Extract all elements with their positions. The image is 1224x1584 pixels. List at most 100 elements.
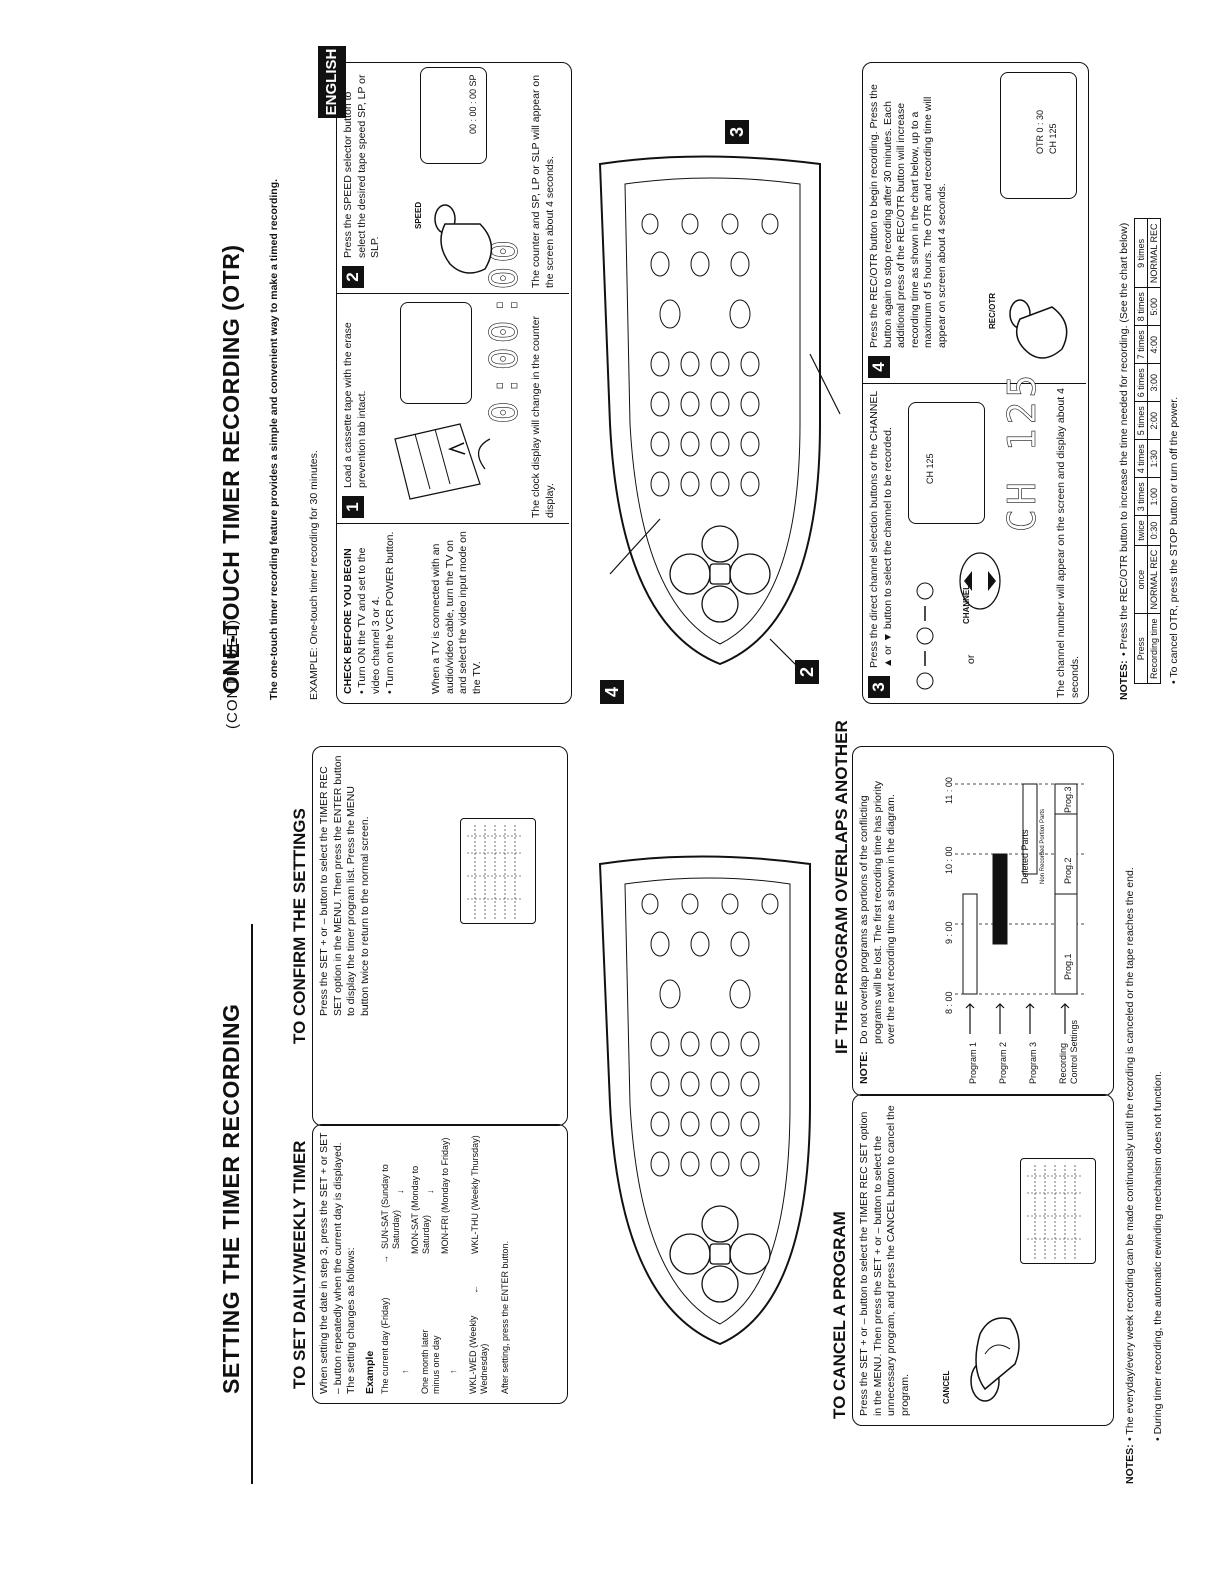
prog-bar-label: Prog.3 [1063,786,1073,813]
remote-control-illustration [598,155,841,675]
overlap-row-label: Program 2 [998,1041,1008,1084]
cancel-title: TO CANCEL A PROGRAM [830,1211,849,1419]
channel-buttons-icon [916,552,1001,690]
table-header-cell: 7 times [1134,325,1148,364]
step-text: Press the REC/OTR button to begin record… [868,84,948,348]
step-number: 1 [342,496,364,518]
non-recorded-label: Non Recorded Portion Parts [1040,808,1046,884]
table-header-cell: Press [1134,613,1148,684]
overlap-diagram [955,783,1085,1034]
deleted-parts-label: Deleted Parts [1020,829,1030,884]
arrow-right-icon: → [380,1255,390,1264]
step-footer: The counter and SP, LP or SLP will appea… [530,74,556,288]
channel-button-label: CHANNEL [962,584,971,624]
arrow-down-icon: ↓ [425,1189,435,1195]
notes-left-label: NOTES: [1124,1444,1136,1484]
after-setting-text: After setting, press the ENTER button. [500,1240,510,1394]
hand-press-icon [1009,299,1068,359]
overlap-note-label: NOTE: [858,1051,870,1084]
one-month-text: One month later minus one day [420,1329,441,1394]
step-number: 4 [868,356,890,378]
step-text: Press the SPEED selector button to selec… [342,74,381,259]
divider [337,522,569,524]
overlap-title: IF THE PROGRAM OVERLAPS ANOTHER [832,720,851,1054]
arrow-down-icon: ↓ [395,1189,405,1195]
osd-channel: CH 125 [925,453,935,484]
arrow-up-icon: ↑ [448,1369,458,1375]
cancel-button-label: CANCEL [942,1370,951,1404]
table-cell: NORMAL REC [1147,545,1161,614]
table-cell: 3:00 [1147,363,1161,402]
arrow-up-icon: ↑ [400,1369,410,1375]
table-header-cell: 8 times [1134,287,1148,326]
step-number: 3 [868,676,890,698]
divider [863,382,1086,384]
divider [337,292,569,294]
overlap-row-label: Program 3 [1028,1041,1038,1084]
table-cell: 4:00 [1147,325,1161,364]
cancel-list-grid [1027,1163,1083,1259]
otr-intro: The one-touch timer recording feature pr… [268,178,280,700]
otr-time-table: Press once twice 3 times 4 times 5 times… [1134,218,1161,684]
check-item: • Turn ON the TV and set to the video ch… [356,547,382,694]
time-label: 11 : 00 [944,777,954,804]
table-header-cell: 4 times [1134,439,1148,478]
table-header-cell: 9 times [1134,218,1148,288]
time-label: 8 : 00 [944,991,954,1014]
timer-list-screen [460,818,536,924]
step-text: Load a cassette tape with the erase prev… [342,322,368,488]
arrow-left-icon: ← [470,1285,480,1294]
or-label: or [965,654,977,664]
time-label: 9 : 00 [944,921,954,944]
cancel-list-screen [1020,1158,1096,1264]
step-footer: The clock display will change in the cou… [530,316,556,518]
osd-otr: OTR 0 : 30 [1035,109,1045,154]
overlap-note: Do not overlap programs as portions of t… [858,781,897,1044]
wkl-wed-text: WKL-WED (Weekly Wednesday) [468,1315,489,1394]
hand-press-icon [434,204,493,274]
confirm-text: Press the SET + or – button to select th… [318,755,371,1017]
table-cell: NORMAL REC [1147,218,1161,288]
callout-marker: 2 [795,660,819,684]
mon-fri-text: MON-FRI (Monday to Friday) [440,1137,450,1254]
table-header-cell: 6 times [1134,363,1148,402]
step-footer: The channel number will appear on the sc… [1055,388,1081,698]
timer-list-grid [467,823,523,919]
cancel-text: Press the SET + or – button to select th… [858,1105,911,1416]
table-cell: 1:00 [1147,477,1161,516]
osd-channel: CH 125 [1048,123,1058,154]
step-number: 2 [342,266,364,288]
check-item: • Turn on the VCR POWER button. [384,531,396,694]
daily-weekly-title: TO SET DAILY/WEEKLY TIMER [290,1140,309,1389]
check-item: When a TV is connected with an audio/vid… [430,531,483,694]
daily-weekly-intro: When setting the date in step 3, press t… [318,1132,357,1394]
otr-example: EXAMPLE: One-touch timer recording for 3… [308,450,320,700]
check-title: CHECK BEFORE YOU BEGIN [342,548,354,694]
table-header-cell: once [1134,545,1148,614]
callout-marker: 3 [725,120,749,144]
left-title: SETTING THE TIMER RECORDING [218,1003,244,1394]
table-header-cell: 3 times [1134,477,1148,516]
left-title-rule [251,924,253,1484]
right-title: ONE-TOUCH TIMER RECORDING (OTR) [218,244,244,694]
channel-lcd-display: CH 125 [1000,370,1045,532]
osd-counter: 00 : 00 : 00 SP [468,74,478,134]
cassette-insert-icon [394,423,491,500]
tv-screen [908,402,985,524]
callout-marker: 4 [600,680,624,704]
table-cell: Recording time [1147,613,1161,684]
tv-screen [400,302,472,404]
prog-bar-label: Prog.2 [1063,857,1073,884]
time-label: 10 : 00 [944,846,954,874]
table-cell: 2:00 [1147,401,1161,440]
hand-press-icon [970,1317,1020,1402]
wkl-thu-text: WKL-THU (Weekly Thursday) [470,1135,480,1254]
table-cell: 1:30 [1147,439,1161,478]
remote-control-illustration [598,855,811,1346]
notes-left-item: • During timer recording, the automatic … [1152,1071,1164,1441]
prog-bar-label: Prog.1 [1063,953,1073,980]
notes-right-item: • To cancel OTR, press the STOP button o… [1168,396,1180,684]
confirm-title: TO CONFIRM THE SETTINGS [290,808,309,1044]
current-day-text: The current day (Friday) [380,1297,390,1394]
table-cell: 0:30 [1147,515,1161,546]
